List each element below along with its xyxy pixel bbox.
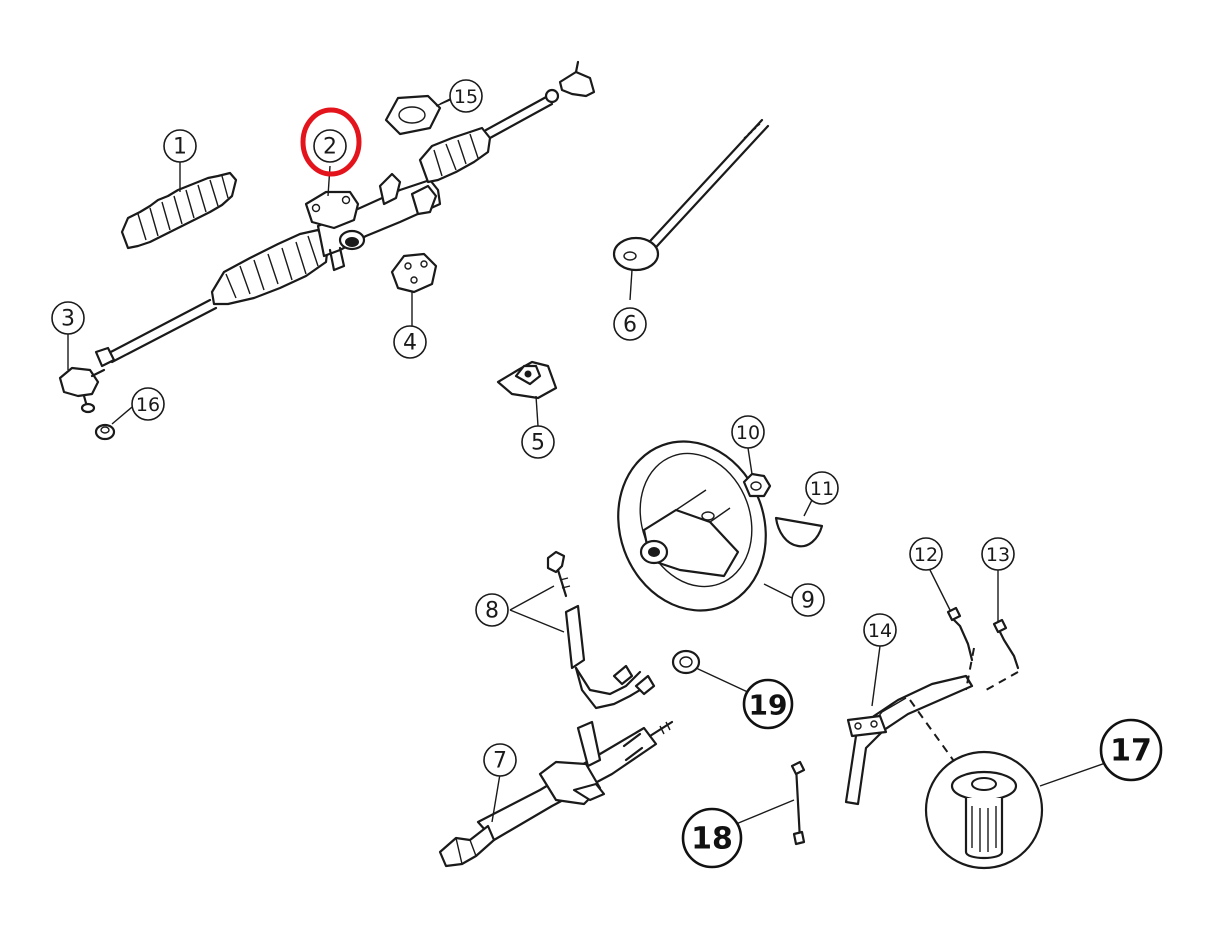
callout-9: 9 [791, 583, 825, 617]
callout-19: 19 [742, 678, 794, 730]
part-1-rack-boot [120, 171, 238, 250]
part-14-lever-bracket [844, 674, 974, 806]
callout-4: 4 [393, 325, 427, 359]
svg-text:5: 5 [531, 431, 545, 456]
svg-text:12: 12 [914, 544, 938, 566]
svg-text:7: 7 [493, 749, 507, 774]
callout-14: 14 [863, 613, 897, 647]
callout-5: 5 [521, 425, 555, 459]
callout-7: 7 [483, 743, 517, 777]
part-3-tie-rod-end [58, 366, 106, 414]
callout-11: 11 [805, 471, 839, 505]
svg-text:16: 16 [136, 394, 160, 416]
svg-text:18: 18 [691, 822, 733, 857]
svg-text:13: 13 [986, 544, 1010, 566]
callout-13: 13 [981, 537, 1015, 571]
part-2-rack-housing [94, 60, 596, 368]
part-19-washer [671, 649, 701, 675]
svg-text:15: 15 [454, 86, 478, 108]
svg-text:10: 10 [736, 422, 760, 444]
part-10-hub-nut [742, 472, 772, 498]
callout-8: 8 [475, 593, 509, 627]
svg-text:3: 3 [61, 307, 75, 332]
callout-10: 10 [731, 415, 765, 449]
callout-1: 1 [163, 129, 197, 163]
part-11-horn-cap [774, 516, 824, 548]
part-7-steering-column [438, 720, 674, 868]
part-17-bushing [924, 750, 1044, 870]
svg-text:4: 4 [403, 331, 417, 356]
callout-17: 17 [1099, 718, 1163, 782]
part-13-cable-end [992, 618, 1020, 670]
part-15-gasket [384, 94, 453, 136]
callout-12: 12 [909, 537, 943, 571]
callout-6: 6 [613, 307, 647, 341]
svg-text:11: 11 [810, 478, 834, 500]
svg-text:6: 6 [623, 313, 637, 338]
svg-text:14: 14 [868, 620, 892, 642]
svg-text:17: 17 [1110, 734, 1152, 769]
part-16-nut [94, 423, 116, 441]
svg-text:9: 9 [801, 589, 815, 614]
callout-18: 18 [681, 807, 743, 869]
svg-text:8: 8 [485, 599, 499, 624]
part-6-steering-shaft [612, 118, 770, 272]
part-5-bracket [496, 360, 558, 400]
part-9-steering-wheel [617, 440, 767, 612]
callout-16: 16 [131, 387, 165, 421]
highlight-ring [300, 107, 362, 177]
callout-3: 3 [51, 301, 85, 335]
callout-15: 15 [449, 79, 483, 113]
callout-2: 2 [300, 107, 362, 177]
svg-text:19: 19 [749, 689, 788, 722]
svg-text:1: 1 [173, 135, 187, 160]
part-12-cable-end [946, 606, 974, 662]
dashed-guide-lines [909, 647, 1019, 765]
part-4-mount [390, 252, 438, 294]
part-18-pin [790, 760, 806, 846]
part-8-ignition-switch [546, 550, 656, 710]
leader-lines [67, 99, 1115, 825]
svg-text:2: 2 [323, 135, 337, 160]
